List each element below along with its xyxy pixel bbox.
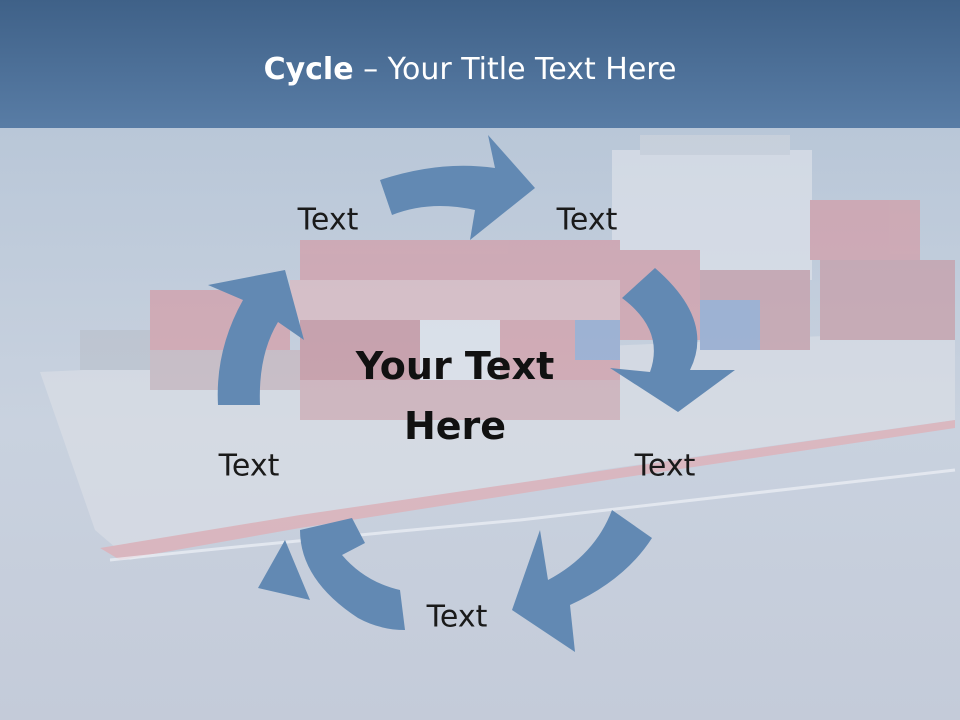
cycle-arrow-4 <box>258 518 405 630</box>
slide-title: Cycle – Your Title Text Here <box>0 52 940 87</box>
center-text-line-1: Your Text <box>355 344 555 388</box>
center-text-line-2: Here <box>403 404 507 448</box>
cycle-arrow-2 <box>610 268 735 412</box>
center-text: Your Text Here <box>325 336 585 456</box>
cycle-arrow-5 <box>208 270 304 405</box>
cycle-label-left: Text <box>218 448 280 484</box>
cycle-label-top-right: Text <box>556 202 618 238</box>
cycle-arrow-1 <box>380 135 535 240</box>
cycle-arrows <box>208 135 735 652</box>
header-band <box>0 0 960 135</box>
cycle-label-right: Text <box>634 448 696 484</box>
cycle-label-bottom: Text <box>426 599 488 635</box>
title-bold: Cycle <box>263 52 354 87</box>
title-rest: – Your Title Text Here <box>353 52 677 87</box>
cycle-label-top-left: Text <box>297 202 359 238</box>
cycle-arrow-3 <box>512 510 652 652</box>
